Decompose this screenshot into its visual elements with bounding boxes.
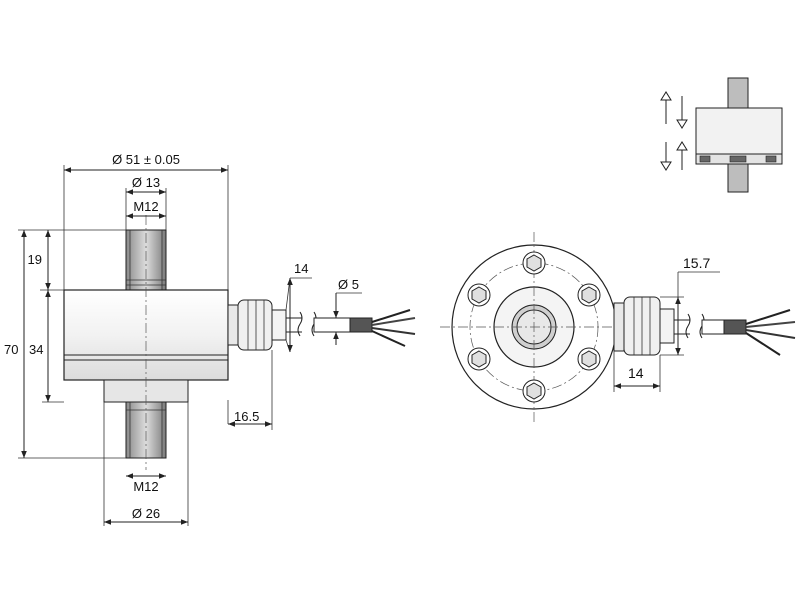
hex-bolt-icon	[577, 283, 601, 307]
dim-body-height: 34	[29, 342, 43, 357]
cable	[286, 309, 416, 347]
hex-bolt-icon	[467, 347, 491, 371]
dim-top-stud-height: 19	[28, 252, 42, 267]
dim-total-height: 70	[4, 342, 18, 357]
hex-bolt-icon	[522, 251, 546, 275]
dim-gland-width: 14	[294, 261, 308, 276]
dim-cable-diameter: Ø 5	[338, 277, 359, 292]
front-cable	[674, 309, 796, 356]
front-cable-gland	[613, 296, 675, 356]
dim-bottom-thread: M12	[133, 479, 158, 494]
dim-gland-depth: 16.5	[234, 409, 259, 424]
side-view: Ø 51 ± 0.05 Ø 13 M12 19 70 34 M12 Ø 26	[4, 152, 416, 526]
dim-body-diameter: Ø 51 ± 0.05	[112, 152, 180, 167]
dim-front-gland-width: 14	[628, 365, 644, 381]
front-view: 15.7 14	[440, 232, 796, 422]
load-direction-diagram	[660, 77, 783, 193]
hex-bolt-icon	[522, 379, 546, 403]
dim-top-thread: M12	[133, 199, 158, 214]
dim-front-gland-offset: 15.7	[683, 255, 710, 271]
hex-bolt-icon	[577, 347, 601, 371]
hex-bolt-icon	[467, 283, 491, 307]
dim-top-stud-diameter: Ø 13	[132, 175, 160, 190]
dim-base-diameter: Ø 26	[132, 506, 160, 521]
cable-gland	[227, 299, 287, 351]
up-down-arrows-icon	[660, 91, 688, 171]
